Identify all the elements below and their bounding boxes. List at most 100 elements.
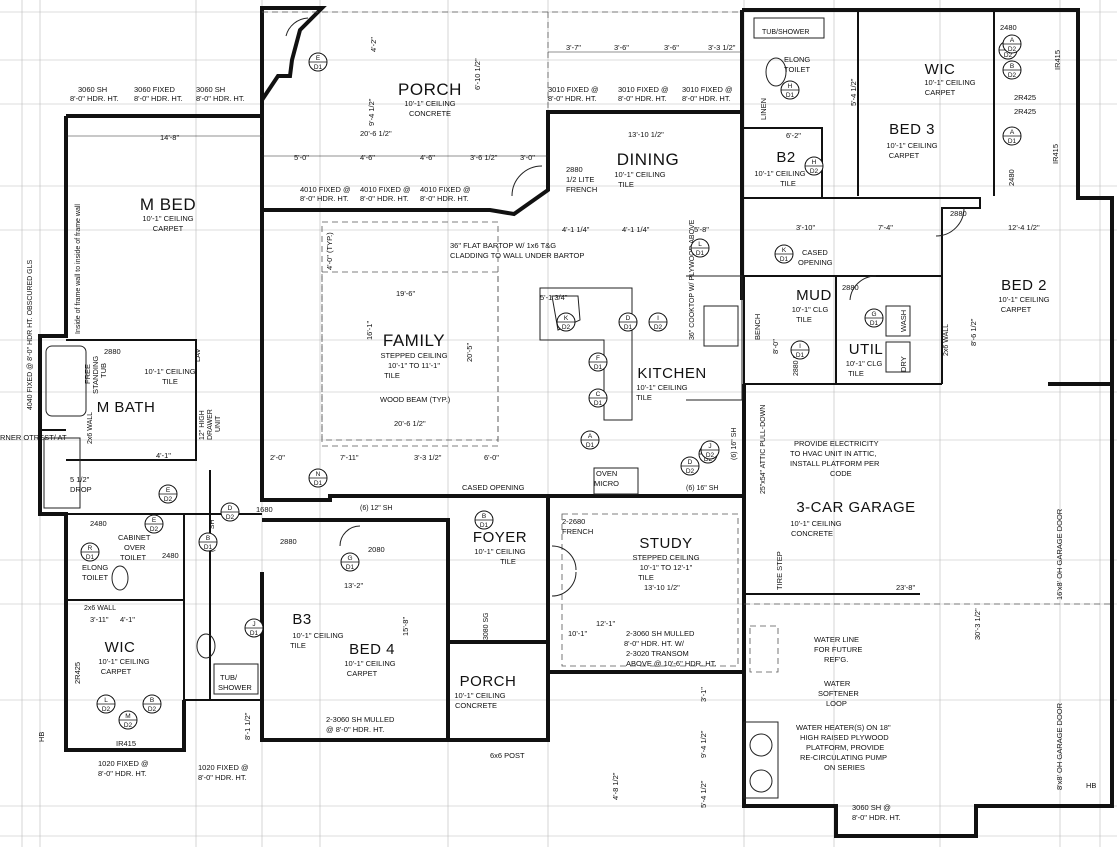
svg-text:10'-1" CEILING: 10'-1" CEILING [454, 691, 505, 700]
svg-text:REF'G.: REF'G. [824, 655, 848, 664]
svg-text:H: H [812, 159, 817, 166]
room-wic-master: WIC 10'-1" CEILING CARPET [98, 639, 149, 676]
attic-note: 25"x54" ATTIC PULL-DOWN [760, 405, 767, 494]
svg-text:D2: D2 [810, 168, 819, 175]
door-tag: D D1 [618, 312, 638, 332]
svg-text:WATER LINE: WATER LINE [814, 635, 859, 644]
svg-text:10'-1" CEILING: 10'-1" CEILING [292, 631, 343, 640]
svg-text:CARPET: CARPET [153, 224, 184, 233]
svg-text:36" FLAT BARTOP W/ 1x6 T&G: 36" FLAT BARTOP W/ 1x6 T&G [450, 241, 556, 250]
door-tag: L D2 [96, 694, 116, 714]
svg-text:5'-4 1/2": 5'-4 1/2" [699, 780, 708, 808]
svg-text:4'-1 1/4": 4'-1 1/4" [562, 225, 590, 234]
frame-wall-note: Inside of frame wall to inside of frame … [75, 204, 82, 334]
svg-text:TILE: TILE [384, 371, 400, 380]
svg-text:10'-1" CEILING: 10'-1" CEILING [790, 519, 841, 528]
svg-text:N: N [316, 471, 321, 478]
svg-text:4010 FIXED @: 4010 FIXED @ [420, 185, 471, 194]
drawer-unit-note: 12" HIGH DRAWER UNIT [199, 409, 222, 440]
door-tag: ED2 [144, 514, 164, 534]
svg-text:D1: D1 [870, 320, 879, 327]
svg-text:B: B [150, 697, 154, 704]
svg-text:KITCHEN: KITCHEN [637, 365, 706, 382]
b3-tub-note: TUB/ SHOWER [218, 673, 252, 692]
svg-text:3'-6": 3'-6" [664, 43, 679, 52]
svg-text:E: E [152, 517, 157, 524]
svg-text:8'-0" HDR. HT.: 8'-0" HDR. HT. [196, 94, 245, 103]
svg-text:IR415: IR415 [1053, 50, 1062, 70]
sliding-glass-note-1: 3080 SG [483, 612, 490, 640]
svg-text:2R425: 2R425 [1014, 107, 1036, 116]
svg-text:E: E [316, 55, 321, 62]
svg-text:R: R [88, 545, 93, 552]
svg-text:8'-0" HDR. HT.: 8'-0" HDR. HT. [618, 94, 667, 103]
door-tag: DD2 [680, 456, 700, 476]
svg-text:1/2 LITE: 1/2 LITE [566, 175, 594, 184]
door-tag: AD1 [580, 430, 600, 450]
svg-text:5'-8": 5'-8" [694, 225, 709, 234]
svg-text:TOILET: TOILET [784, 65, 811, 74]
svg-text:8'-0" HDR. HT. W/: 8'-0" HDR. HT. W/ [624, 639, 685, 648]
svg-text:L: L [104, 697, 108, 704]
svg-text:PLATFORM, PROVIDE: PLATFORM, PROVIDE [806, 743, 884, 752]
svg-text:D1: D1 [594, 364, 603, 371]
svg-text:A: A [588, 433, 593, 440]
svg-text:6'-10 1/2": 6'-10 1/2" [473, 58, 482, 90]
svg-text:D1: D1 [314, 480, 323, 487]
svg-text:D1: D1 [624, 324, 633, 331]
svg-text:2-2680: 2-2680 [562, 517, 585, 526]
svg-text:TOILET: TOILET [82, 573, 109, 582]
svg-text:E: E [166, 487, 171, 494]
svg-text:WIC: WIC [105, 639, 136, 656]
door-tag: CD1 [588, 388, 608, 408]
door-tag: LD1 [690, 238, 710, 258]
hvac-note: PROVIDE ELECTRICITY TO HVAC UNIT IN ATTI… [790, 439, 880, 478]
svg-text:DRAWER: DRAWER [207, 409, 214, 440]
svg-text:D1: D1 [696, 250, 705, 257]
svg-text:10'-1" CLG: 10'-1" CLG [792, 305, 829, 314]
mbed-window-notes: 3060 SH 8'-0" HDR. HT. 3060 FIXED 8'-0" … [70, 85, 245, 103]
door-tag: ID2 [648, 312, 668, 332]
svg-text:2880: 2880 [950, 209, 967, 218]
door-tag: HD1 [780, 80, 800, 100]
svg-text:TOILET: TOILET [120, 553, 147, 562]
door-tag: ID1 [790, 340, 810, 360]
svg-text:10'-1" CLG: 10'-1" CLG [846, 359, 883, 368]
garage-window-note: 3060 SH @ 8'-0" HDR. HT. [852, 803, 901, 822]
door-tag: KD2 [556, 312, 576, 332]
svg-text:STEPPED CEILING: STEPPED CEILING [632, 553, 699, 562]
oven-micro-note: OVEN MICRO [594, 469, 619, 488]
svg-text:2880: 2880 [842, 283, 859, 292]
svg-text:ABOVE @ 10'-6" HDR. HT.: ABOVE @ 10'-6" HDR. HT. [626, 659, 716, 668]
b2-tub-note: TUB/SHOWER [762, 29, 809, 36]
room-bed-2: BED 2 10'-1" CEILING CARPET [998, 277, 1049, 314]
svg-text:D2: D2 [148, 706, 157, 713]
garage-door-8: 8'x8' OH GARAGE DOOR [1055, 702, 1064, 790]
svg-text:SOFTENER: SOFTENER [818, 689, 859, 698]
shelf-note-4: (6) 16" SH [731, 428, 738, 460]
svg-text:8'-0" HDR. HT.: 8'-0" HDR. HT. [134, 94, 183, 103]
svg-text:D2: D2 [102, 706, 111, 713]
svg-text:10'-1" TO 12'-1": 10'-1" TO 12'-1" [640, 563, 693, 572]
svg-text:2880: 2880 [104, 347, 121, 356]
svg-text:10'-1" CEILING: 10'-1" CEILING [924, 78, 975, 87]
svg-text:3010 FIXED @: 3010 FIXED @ [548, 85, 599, 94]
door-tag: B D2 [142, 694, 162, 714]
svg-text:M BED: M BED [140, 195, 196, 214]
dining-window-notes: 3010 FIXED @ 8'-0" HDR. HT. 3010 FIXED @… [548, 85, 733, 103]
svg-text:CONCRETE: CONCRETE [455, 701, 497, 710]
svg-text:10'-1" CEILING: 10'-1" CEILING [144, 367, 195, 376]
svg-text:M BATH: M BATH [97, 399, 156, 416]
svg-text:14'-8": 14'-8" [160, 133, 179, 142]
svg-text:D: D [626, 315, 631, 322]
plumbing-fixtures [43, 17, 911, 799]
svg-text:3'-1": 3'-1" [699, 687, 708, 702]
svg-text:HIGH RAISED PLYWOOD: HIGH RAISED PLYWOOD [800, 733, 889, 742]
freestanding-tub-note: FREE STANDING TUB [83, 356, 108, 394]
svg-text:PORCH: PORCH [460, 673, 517, 690]
svg-text:A: A [1010, 129, 1015, 136]
door-swings [285, 17, 965, 597]
svg-text:2-3060 SH MULLED: 2-3060 SH MULLED [326, 715, 395, 724]
svg-text:4010 FIXED @: 4010 FIXED @ [360, 185, 411, 194]
bed4-window-note: 2-3060 SH MULLED @ 8'-0" HDR. HT. [326, 715, 395, 734]
